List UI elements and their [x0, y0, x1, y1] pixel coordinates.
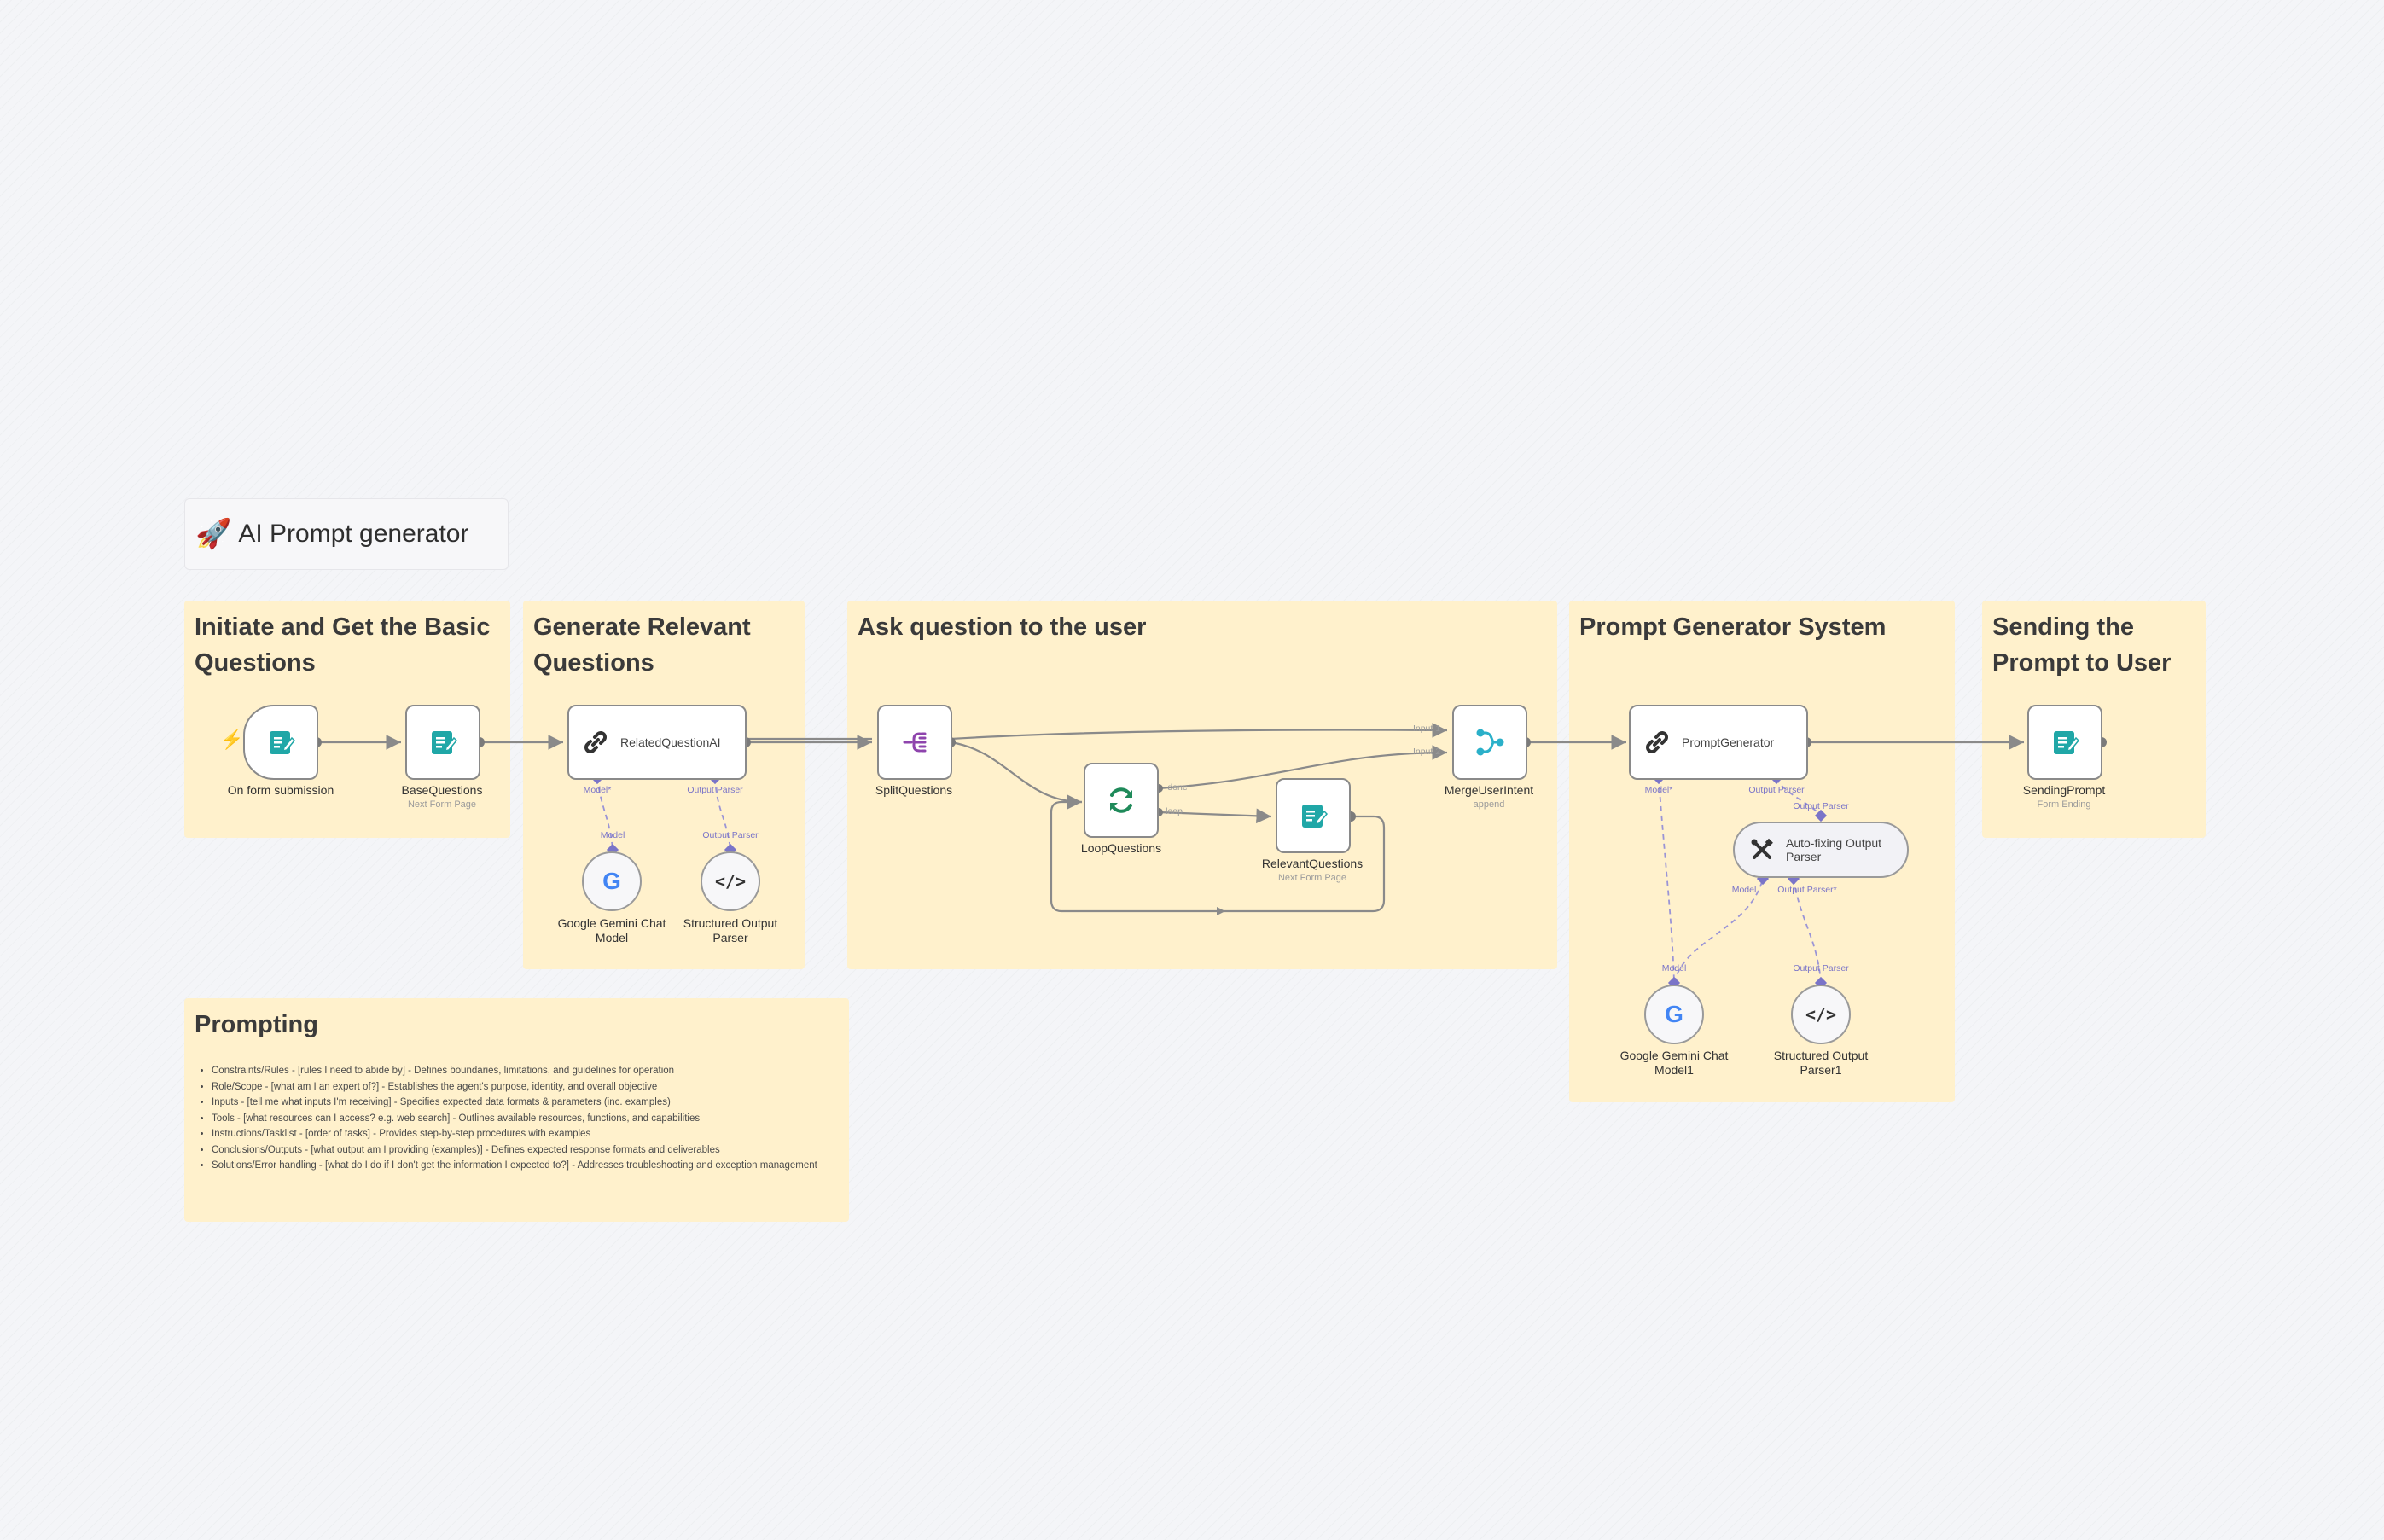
sticky-generate[interactable]: Generate Relevant Questions	[523, 601, 805, 969]
node-label-structured-output-parser1: Structured Output Parser1	[1773, 1049, 1869, 1077]
port-label-output-parser: Output Parser	[1793, 963, 1849, 973]
node-base-questions[interactable]	[405, 705, 480, 780]
node-on-form-submission[interactable]	[243, 705, 318, 780]
node-structured-output-parser[interactable]: </>	[701, 851, 760, 911]
connection-autofix-to-prompt[interactable]	[1776, 777, 1822, 816]
workflow-title-card[interactable]: 🚀 AI Prompt generator	[184, 498, 509, 570]
port-label-loop: loop	[1166, 806, 1183, 816]
google-icon: G	[602, 868, 621, 894]
chain-link-icon	[584, 731, 607, 753]
node-label-prompt-generator: PromptGenerator	[1682, 735, 1775, 749]
prompting-item: Constraints/Rules - [rules I need to abi…	[212, 1063, 837, 1079]
port-label-done: done	[1167, 782, 1188, 793]
prompting-item: Instructions/Tasklist - [order of tasks]…	[212, 1126, 837, 1142]
code-icon: </>	[714, 871, 747, 892]
node-label-structured-output-parser: Structured Output Parser	[683, 916, 778, 944]
sticky-system-heading: Prompt Generator System	[1579, 613, 1887, 641]
tools-icon	[1751, 838, 1773, 859]
sticky-sending-heading: Sending the Prompt to User	[1992, 613, 2172, 677]
connection-gemini2-to-autofix[interactable]	[1673, 878, 1764, 984]
node-auto-fixing-output-parser[interactable]: Auto-fixing Output Parser	[1733, 822, 1909, 878]
form-icon	[1302, 805, 1329, 828]
node-split-questions[interactable]	[877, 705, 952, 780]
split-out-icon	[903, 732, 927, 753]
prompting-item: Role/Scope - [what am I an expert of?] -…	[212, 1079, 837, 1095]
node-sending-prompt[interactable]	[2027, 705, 2102, 780]
sticky-prompting[interactable]: Prompting Constraints/Rules - [rules I n…	[184, 998, 849, 1222]
port-label-model-required: Model*	[583, 785, 612, 795]
node-loop-questions[interactable]	[1084, 763, 1159, 838]
connection-parser2-to-autofix[interactable]	[1793, 878, 1822, 984]
connection-loop-done-to-merge-2[interactable]	[1158, 745, 1448, 790]
sticky-initiate-heading: Initiate and Get the Basic Questions	[195, 613, 491, 677]
rocket-icon: 🚀	[195, 518, 232, 550]
node-prompt-generator[interactable]: PromptGenerator	[1629, 705, 1808, 780]
form-icon	[2054, 731, 2080, 754]
port-label-model: Model	[1661, 963, 1687, 973]
port-label-input2: Input 2	[1412, 747, 1441, 757]
port-label-output-parser: Output Parser	[1748, 785, 1805, 795]
prompting-item: Tools - [what resources can I access? e.…	[212, 1111, 837, 1127]
connection-split-to-merge-1[interactable]	[950, 723, 1448, 741]
form-icon	[270, 731, 296, 754]
node-label-google-gemini-chat-model: Google Gemini Chat Model	[557, 916, 666, 944]
port-label-model: Model	[600, 830, 625, 840]
node-label-form-submission: On form submission	[227, 783, 334, 797]
sticky-ask-heading: Ask question to the user	[858, 613, 1147, 641]
port-label-output-parser: Output Parser	[687, 785, 743, 795]
form-icon	[432, 731, 458, 754]
port-label-output-parser: Output Parser	[702, 830, 759, 840]
trigger-bolt-icon: ⚡	[220, 729, 244, 750]
port-label-output-parser: Output Parser	[1793, 801, 1849, 811]
merge-icon	[1476, 729, 1504, 756]
chain-link-icon	[1646, 731, 1668, 753]
node-merge-user-intent[interactable]	[1452, 705, 1527, 780]
port-label-model-required: Model*	[1644, 785, 1673, 795]
prompting-list: Constraints/Rules - [rules I need to abi…	[196, 1063, 837, 1174]
connection-loop-to-relevant[interactable]	[1158, 808, 1272, 824]
workflow-title: AI Prompt generator	[238, 520, 469, 548]
node-label-auto-fixing-output-parser: Auto-fixing Output Parser	[1786, 836, 1882, 863]
node-related-question-ai[interactable]: RelatedQuestionAI	[567, 705, 747, 780]
node-label-google-gemini-chat-model1: Google Gemini Chat Model1	[1619, 1049, 1729, 1077]
google-icon: G	[1665, 1001, 1683, 1027]
node-structured-output-parser1[interactable]: </>	[1791, 985, 1851, 1044]
node-label-related-question-ai: RelatedQuestionAI	[620, 735, 721, 749]
prompting-item: Conclusions/Outputs - [what output am I …	[212, 1142, 837, 1159]
port-label-input1: Input 1	[1412, 724, 1441, 734]
prompting-item: Inputs - [tell me what inputs I'm receiv…	[212, 1095, 837, 1111]
prompting-item: Solutions/Error handling - [what do I do…	[212, 1158, 837, 1174]
loop-refresh-icon	[1110, 787, 1132, 813]
node-label-loop-questions: LoopQuestions	[1080, 841, 1162, 855]
sticky-prompting-heading: Prompting	[195, 1011, 318, 1038]
connection-split-to-loop[interactable]	[950, 741, 1083, 810]
node-google-gemini-chat-model1[interactable]: G	[1644, 985, 1704, 1044]
node-relevant-questions[interactable]	[1276, 778, 1351, 853]
port-label-output-parser-required: Output Parser*	[1777, 885, 1837, 895]
sticky-generate-heading: Generate Relevant Questions	[533, 613, 751, 677]
port-label-model: Model	[1731, 885, 1757, 895]
code-icon: </>	[1805, 1004, 1837, 1025]
node-google-gemini-chat-model[interactable]: G	[582, 851, 642, 911]
connection-gemini2-to-prompt[interactable]	[1658, 777, 1675, 984]
node-label-split-questions: SplitQuestions	[875, 783, 953, 797]
